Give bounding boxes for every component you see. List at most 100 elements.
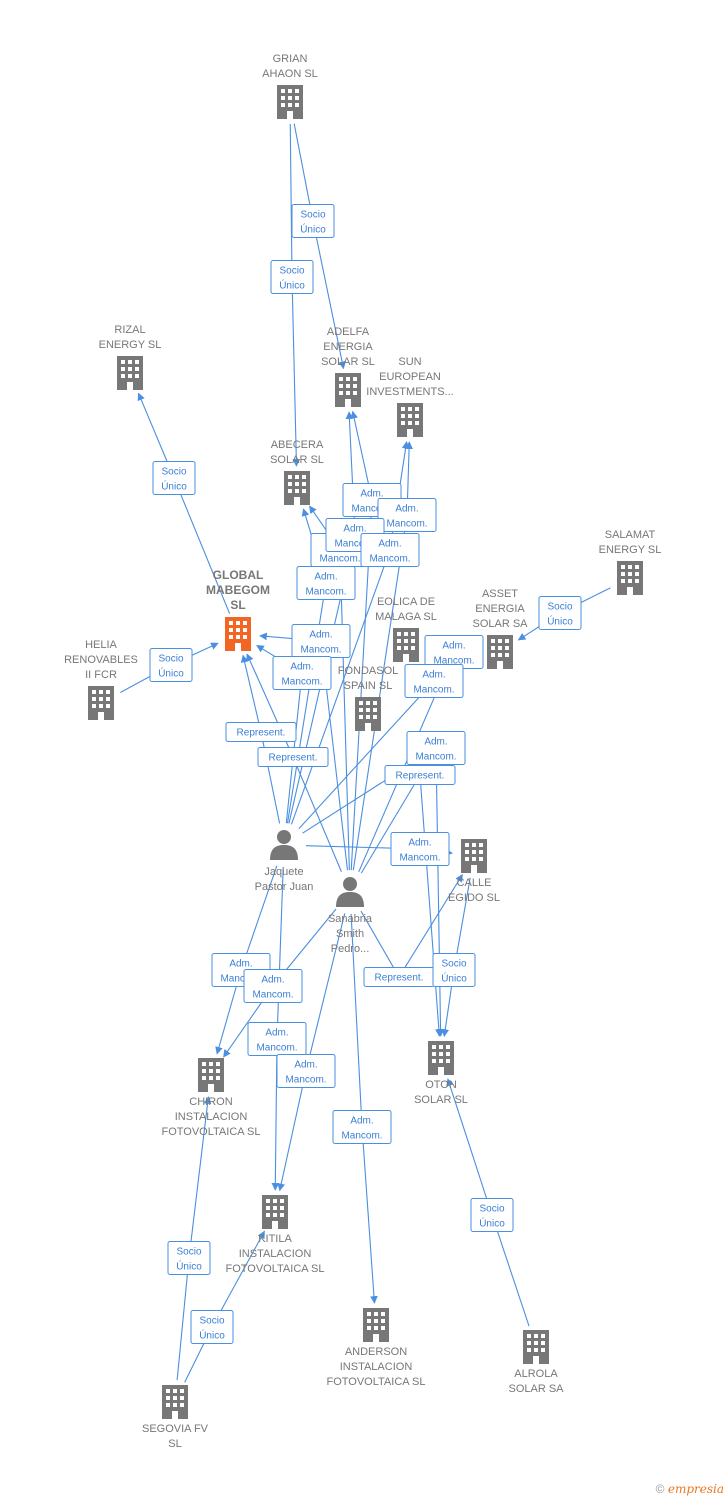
edge-label-text: Represent. bbox=[396, 771, 445, 782]
edge-label-text: Adm. bbox=[294, 1060, 317, 1071]
node-label: SL bbox=[230, 598, 245, 612]
edge-label-adm-mancom[interactable]: Adm.Mancom. bbox=[243, 969, 303, 1003]
edge-label-text: Mancom. bbox=[351, 504, 392, 515]
node-label: SEGOVIA FV bbox=[142, 1423, 209, 1435]
node-sanabria[interactable]: SanabriaSmithPedro... bbox=[328, 877, 373, 955]
building-icon bbox=[487, 635, 513, 669]
node-label: SL bbox=[168, 1438, 181, 1450]
edge-label-adm-mancom[interactable]: Adm.Mancom. bbox=[406, 731, 466, 765]
edge-label-represent[interactable]: Represent. bbox=[257, 747, 329, 767]
node-label: MALAGA SL bbox=[375, 611, 437, 623]
edge-grian-to-abecera bbox=[289, 123, 301, 467]
edge-label-text: Mancom. bbox=[281, 677, 322, 688]
node-label: SUN bbox=[398, 356, 421, 368]
edge-label-text: Único bbox=[161, 480, 187, 493]
edge-label-adm-mancom[interactable]: Adm.Mancom. bbox=[360, 533, 420, 567]
edge-label-text: Mancom. bbox=[386, 519, 427, 530]
edge-label-text: Adm. bbox=[424, 737, 447, 748]
edge-label-text: Mancom. bbox=[433, 656, 474, 667]
edge-label-text: Adm. bbox=[360, 489, 383, 500]
edge-label-adm-mancom[interactable]: Adm.Mancom. bbox=[291, 624, 351, 658]
edge-label-adm-mancom[interactable]: Adm.Mancom. bbox=[332, 1110, 392, 1144]
brand-logo-text: empresia bbox=[667, 1482, 724, 1496]
person-icon bbox=[270, 830, 298, 860]
node-label: EOLICA DE bbox=[377, 596, 435, 608]
edge-label-text: Adm. bbox=[422, 670, 445, 681]
node-label: ASSET bbox=[482, 588, 518, 600]
node-eolica[interactable]: EOLICA DE MALAGA SL bbox=[375, 596, 437, 662]
node-label: Pedro... bbox=[331, 943, 370, 955]
edge-label-text: Adm. bbox=[408, 838, 431, 849]
building-icon bbox=[393, 628, 419, 662]
building-icon bbox=[284, 471, 310, 505]
node-label: SPAIN SL bbox=[344, 680, 393, 692]
edge-label-text: Socio bbox=[176, 1247, 201, 1258]
node-label: OTON bbox=[425, 1079, 457, 1091]
edge-label-text: Represent. bbox=[375, 973, 424, 984]
node-label: SOLAR SA bbox=[508, 1383, 564, 1395]
edge-label-text: Mancom. bbox=[285, 1075, 326, 1086]
edge-label-adm-mancom[interactable]: Adm.Mancom. bbox=[424, 635, 484, 669]
edge-label-text: Socio bbox=[158, 654, 183, 665]
footer-brand[interactable]: © empresia bbox=[656, 1482, 724, 1496]
edge-label-text: Mancom. bbox=[220, 974, 261, 985]
node-label: Jaquete bbox=[264, 866, 303, 878]
edge-label-represent[interactable]: Represent. bbox=[363, 967, 435, 987]
node-label: ADELFA bbox=[327, 326, 370, 338]
edge-sanabria-to-adelfa bbox=[350, 410, 373, 871]
node-label: CHIRON bbox=[189, 1096, 232, 1108]
edges-layer bbox=[120, 123, 611, 1383]
edge-label-adm-mancom[interactable]: Adm. Mancom. bbox=[404, 664, 464, 698]
edge-label-text: Único bbox=[547, 615, 573, 628]
node-segovia[interactable]: SEGOVIA FV SL bbox=[142, 1385, 209, 1450]
edge-label-represent[interactable]: Represent. bbox=[225, 722, 297, 742]
node-label: RENOVABLES bbox=[64, 654, 138, 666]
node-sun[interactable]: SUNEUROPEANINVESTMENTS... bbox=[366, 356, 454, 437]
node-label: INSTALACION bbox=[175, 1111, 248, 1123]
edge-label-text: Socio bbox=[161, 467, 186, 478]
edge-label-represent[interactable]: Represent. bbox=[384, 765, 456, 785]
edge-label-adm-mancom[interactable]: Adm.Mancom. bbox=[390, 832, 450, 866]
building-icon bbox=[397, 403, 423, 437]
building-icon bbox=[198, 1058, 224, 1092]
edge-label-adm-mancom[interactable]: Adm. Mancom. bbox=[276, 1054, 336, 1088]
building-icon bbox=[262, 1195, 288, 1229]
edge-label-adm-mancom[interactable]: Adm.Mancom. bbox=[247, 1022, 307, 1056]
building-icon bbox=[617, 561, 643, 595]
edge-label-adm-mancom[interactable]: Adm.Mancom. bbox=[377, 498, 437, 532]
edge-label-text: Adm. bbox=[265, 1028, 288, 1039]
edge-sanabria-to-oton bbox=[360, 773, 443, 1037]
edge-label-text: Mancom. bbox=[334, 539, 375, 550]
edge-label-adm-mancom[interactable]: Adm.Mancom. bbox=[272, 656, 332, 690]
edge-label-adm-mancom[interactable]: Adm.Mancom. bbox=[296, 566, 356, 600]
building-icon bbox=[461, 839, 487, 873]
edge-label-text: Mancom. bbox=[413, 685, 454, 696]
node-label: RIZAL bbox=[114, 324, 145, 336]
